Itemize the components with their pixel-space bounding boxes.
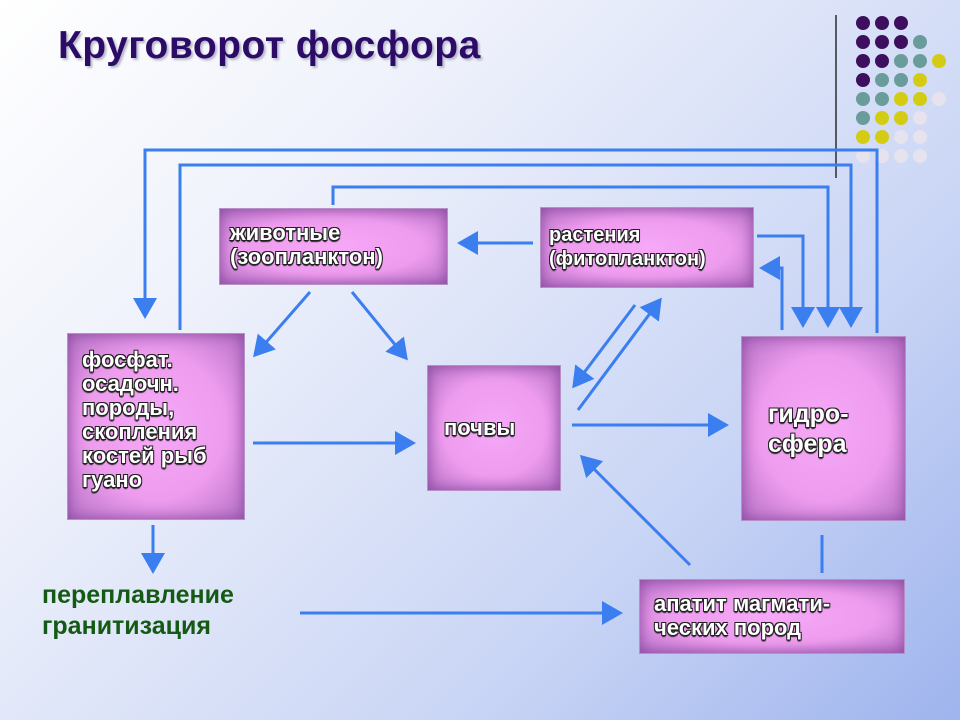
decor-dot — [856, 149, 870, 163]
decor-dot — [875, 130, 889, 144]
node-remelting-label: переплавление гранитизация — [42, 581, 234, 640]
decor-dot — [894, 16, 908, 30]
decor-dot — [856, 35, 870, 49]
node-animals-label: животные (зоопланктон) — [230, 220, 383, 269]
node-animals: животные (зоопланктон) — [219, 208, 448, 285]
decor-dot — [875, 92, 889, 106]
decor-dot — [913, 35, 927, 49]
decor-dot — [875, 35, 889, 49]
decor-dot — [913, 54, 927, 68]
node-apatite: апатит магмати- ческих пород — [639, 579, 905, 654]
decor-dot — [913, 73, 927, 87]
decor-dot — [894, 92, 908, 106]
decor-dot — [894, 149, 908, 163]
decor-dot — [913, 130, 927, 144]
decor-dot — [913, 111, 927, 125]
node-plants: растения (фитопланктон) — [540, 207, 754, 288]
decor-dot — [875, 16, 889, 30]
arrow-hydro-to-plants — [759, 256, 784, 330]
arrow-plants-to-hydro — [757, 234, 815, 328]
decor-dot — [856, 92, 870, 106]
node-hydrosphere-label: гидро- сфера — [768, 400, 849, 458]
arrow-plants-to-soils — [572, 304, 637, 389]
decor-dot — [932, 92, 946, 106]
node-apatite-label: апатит магмати- ческих пород — [654, 591, 831, 640]
decor-dot — [894, 130, 908, 144]
arrow-animals-to-phosphate — [253, 291, 312, 358]
node-phosphate-label: фосфат. осадочн. породы, скопления косте… — [82, 347, 207, 492]
node-soils-label: почвы — [444, 415, 516, 440]
decor-dot — [856, 111, 870, 125]
decor-dot — [875, 111, 889, 125]
arrow-animals-to-hydro — [331, 185, 840, 328]
node-soils: почвы — [427, 365, 561, 491]
decor-dot — [913, 92, 927, 106]
arrow-phosphate-to-hydro — [178, 163, 863, 330]
arrow-soils-to-plants — [576, 297, 662, 411]
decor-dot — [856, 16, 870, 30]
arrow-animals-to-soils — [350, 291, 408, 361]
decor-dot — [932, 54, 946, 68]
arrow-apatite-to-soils — [579, 454, 692, 567]
decor-dot — [856, 130, 870, 144]
decor-dot — [856, 73, 870, 87]
node-phosphate: фосфат. осадочн. породы, скопления косте… — [67, 333, 245, 520]
decor-dot — [875, 54, 889, 68]
decor-dot — [894, 111, 908, 125]
node-hydrosphere: гидро- сфера — [741, 336, 906, 521]
decor-dot — [856, 54, 870, 68]
node-plants-label: растения (фитопланктон) — [549, 224, 706, 270]
decor-dot — [894, 35, 908, 49]
slide-title: Круговорот фосфора — [58, 24, 481, 67]
arrow-hydro-to-phosphate — [133, 148, 879, 333]
decor-dot — [875, 73, 889, 87]
decor-dot — [913, 149, 927, 163]
decor-dot — [894, 73, 908, 87]
decor-dot — [894, 54, 908, 68]
